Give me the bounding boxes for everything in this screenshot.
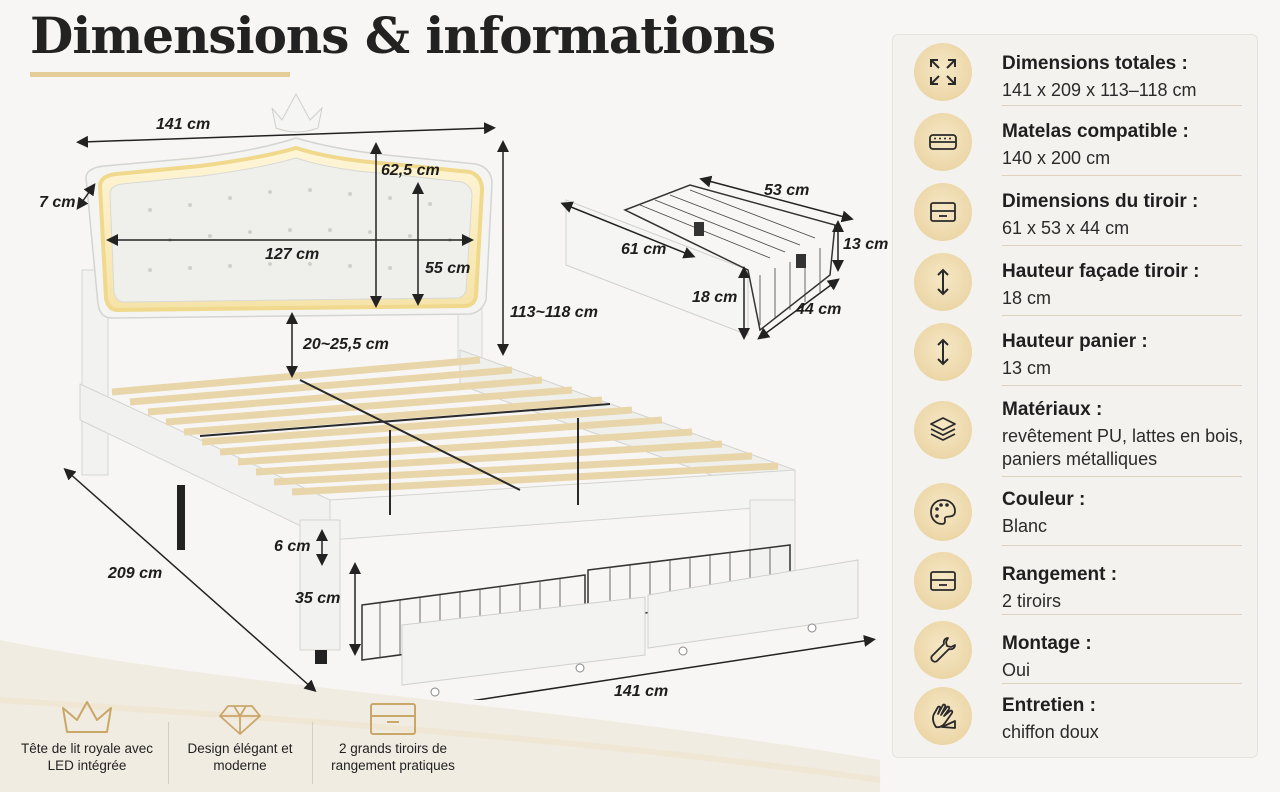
title-underline: [30, 72, 290, 77]
diamond-icon: [219, 705, 261, 735]
spec-materials: Matériaux : revêtement PU, lattes en boi…: [893, 387, 1257, 477]
spec-value-line2: paniers métalliques: [1002, 449, 1158, 469]
feature-crown-label: Tête de lit royale avec LED intégrée: [20, 741, 154, 773]
spec-divider: [1002, 683, 1242, 684]
spec-icon-bg: [914, 183, 972, 241]
spec-value: 18 cm: [1002, 288, 1052, 308]
spec-basket-height: Hauteur panier : 13 cm: [893, 317, 1257, 386]
dim-bed-width-bottom: 141 cm: [614, 683, 669, 700]
crown-icon: [62, 701, 112, 733]
foot-leg: [315, 650, 327, 664]
spec-icon-bg: [914, 483, 972, 541]
spec-care: Entretien : chiffon doux: [893, 685, 1257, 754]
spec-panel: Dimensions totales : 141 x 209 x 113–118…: [892, 34, 1258, 758]
spec-icon-bg: [914, 323, 972, 381]
spec-label: Rangement :: [1002, 564, 1118, 585]
spec-assembly: Montage : Oui: [893, 615, 1257, 684]
spec-label: Matériaux :: [1002, 399, 1103, 420]
spec-label: Dimensions du tiroir :: [1002, 191, 1199, 212]
dim-total-height: 113~118 cm: [510, 304, 598, 321]
spec-value: 141 x 209 x 113–118 cm: [1002, 80, 1197, 100]
spec-value: 140 x 200 cm: [1002, 148, 1111, 168]
feature-diamond: Design élégant et moderne: [165, 698, 315, 774]
dim-basket-height: 13 cm: [843, 236, 889, 253]
spec-value: 61 x 53 x 44 cm: [1002, 218, 1130, 238]
drawer-icon: [930, 202, 956, 222]
spec-value: 13 cm: [1002, 358, 1052, 378]
mattress-icon: [929, 134, 957, 150]
spec-value: 2 tiroirs: [1002, 591, 1062, 611]
dim-headboard-thickness: 7 cm: [39, 194, 76, 211]
dim-drawer-front-height: 18 cm: [692, 289, 738, 306]
dim-drawer-depth: 44 cm: [796, 301, 842, 318]
spec-value: chiffon doux: [1002, 722, 1099, 742]
page-title: Dimensions & informations: [30, 6, 776, 65]
wrench-icon: [930, 637, 956, 663]
feature-drawer: 2 grands tiroirs de rangement pratiques: [318, 698, 468, 774]
cleaning-cloth-icon: [932, 703, 956, 729]
spec-divider: [1002, 385, 1242, 386]
spec-storage: Rangement : 2 tiroirs: [893, 546, 1257, 615]
drawer-icon: [930, 571, 956, 591]
spec-overall-dimensions: Dimensions totales : 141 x 209 x 113–118…: [893, 37, 1257, 106]
spec-color: Couleur : Blanc: [893, 477, 1257, 546]
feature-strip: Tête de lit royale avec LED intégrée Des…: [0, 698, 470, 792]
feature-crown: Tête de lit royale avec LED intégrée: [12, 698, 162, 774]
spec-divider: [1002, 175, 1242, 176]
feature-diamond-label: Design élégant et moderne: [187, 741, 293, 773]
spec-label: Hauteur façade tiroir :: [1002, 261, 1200, 282]
spec-divider: [1002, 476, 1242, 477]
spec-drawer-front-height: Hauteur façade tiroir : 18 cm: [893, 247, 1257, 316]
spec-drawer-dimensions: Dimensions du tiroir : 61 x 53 x 44 cm: [893, 177, 1257, 246]
drawer-icon: [370, 703, 416, 735]
spec-icon-bg: [914, 113, 972, 171]
spec-divider: [1002, 315, 1242, 316]
dim-drawer-length: 61 cm: [621, 241, 667, 258]
palette-icon: [930, 499, 956, 525]
spec-label: Matelas compatible :: [1002, 121, 1189, 142]
spec-value: Oui: [1002, 660, 1031, 680]
spec-icon-bg: [914, 552, 972, 610]
dim-bed-length: 209 cm: [108, 565, 163, 582]
dim-drawer-width: 53 cm: [764, 182, 810, 199]
spec-divider: [1002, 545, 1242, 546]
spec-icon-bg: [914, 687, 972, 745]
spec-icon-bg: [914, 621, 972, 679]
spec-label: Montage :: [1002, 633, 1092, 654]
spec-icon-bg: [914, 43, 972, 101]
vertical-arrow-icon: [937, 338, 949, 366]
slats: [111, 356, 779, 496]
dim-crown-height: 62,5 cm: [381, 162, 440, 179]
spec-label: Entretien :: [1002, 695, 1096, 716]
vertical-arrow-icon: [937, 268, 949, 296]
slat-gaps: [199, 379, 611, 515]
dim-headboard-panel-height: 55 cm: [425, 260, 471, 277]
dim-leg-height: 35 cm: [295, 590, 341, 607]
spec-label: Dimensions totales :: [1002, 53, 1188, 74]
spec-label: Hauteur panier :: [1002, 331, 1148, 352]
spec-icon-bg: [914, 401, 972, 459]
layers-icon: [930, 417, 956, 441]
bed-illustration: [63, 92, 876, 700]
dim-headboard-inner-width: 127 cm: [265, 246, 320, 263]
dim-frame-thickness: 6 cm: [274, 538, 311, 555]
spec-label: Couleur :: [1002, 489, 1086, 510]
crown-ornament: [271, 92, 323, 133]
spec-divider: [1002, 614, 1242, 615]
dimension-arrows: [63, 122, 876, 700]
spec-icon-bg: [914, 253, 972, 311]
dim-bed-width-top: 141 cm: [156, 116, 211, 133]
spec-divider: [1002, 245, 1242, 246]
feature-separator: [312, 722, 313, 784]
dim-clearance: 20~25,5 cm: [303, 336, 389, 353]
expand-arrows-icon: [930, 59, 956, 85]
spec-divider: [1002, 105, 1242, 106]
spec-value: revêtement PU, lattes en bois,: [1002, 426, 1244, 446]
feature-drawer-label: 2 grands tiroirs de rangement pratiques: [331, 741, 455, 773]
spec-mattress: Matelas compatible : 140 x 200 cm: [893, 107, 1257, 176]
spec-value: Blanc: [1002, 516, 1048, 536]
support-leg: [177, 485, 185, 550]
feature-separator: [168, 722, 169, 784]
